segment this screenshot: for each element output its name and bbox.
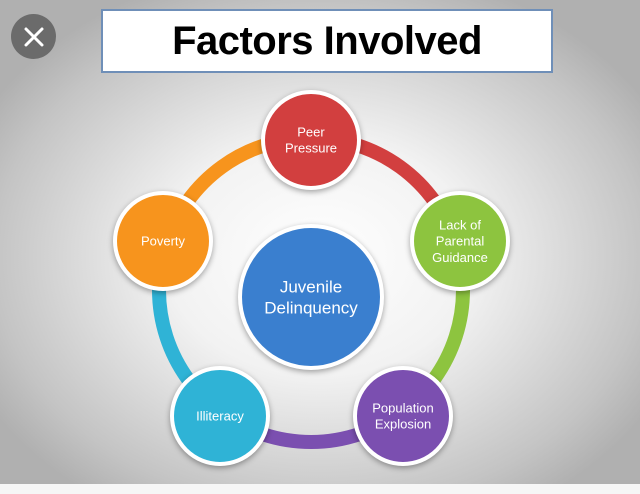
factor-population-explosion-label: Population (372, 400, 433, 415)
page-title: Factors Involved (172, 18, 482, 63)
factor-poverty-label: Poverty (141, 234, 186, 249)
factor-lack-of-parental-guidance-label: Parental (436, 234, 485, 249)
factor-population-explosion-circle (353, 366, 453, 466)
close-icon (24, 27, 43, 46)
title-box: Factors Involved (101, 9, 553, 73)
center-juvenile-delinquency-label: Juvenile (280, 277, 342, 296)
factor-illiteracy-label: Illiteracy (196, 409, 244, 424)
factor-lack-of-parental-guidance-label: Guidance (432, 250, 488, 265)
factor-poverty-circle (113, 191, 213, 291)
factor-peer-pressure-circle (261, 90, 361, 190)
factor-peer-pressure-label: Peer (297, 124, 325, 139)
close-button[interactable] (11, 14, 56, 59)
factor-poverty: Poverty (113, 191, 213, 291)
center-juvenile-delinquency-circle (238, 224, 384, 370)
factor-population-explosion-label: Explosion (375, 417, 431, 432)
factor-lack-of-parental-guidance-circle (410, 191, 510, 291)
factor-illiteracy: Illiteracy (170, 366, 270, 466)
factor-lack-of-parental-guidance-label: Lack of (439, 217, 481, 232)
factor-illiteracy-circle (170, 366, 270, 466)
factor-peer-pressure-label: Pressure (285, 141, 337, 156)
center-juvenile-delinquency-label: Delinquency (264, 299, 358, 318)
bottom-strip (0, 484, 640, 494)
